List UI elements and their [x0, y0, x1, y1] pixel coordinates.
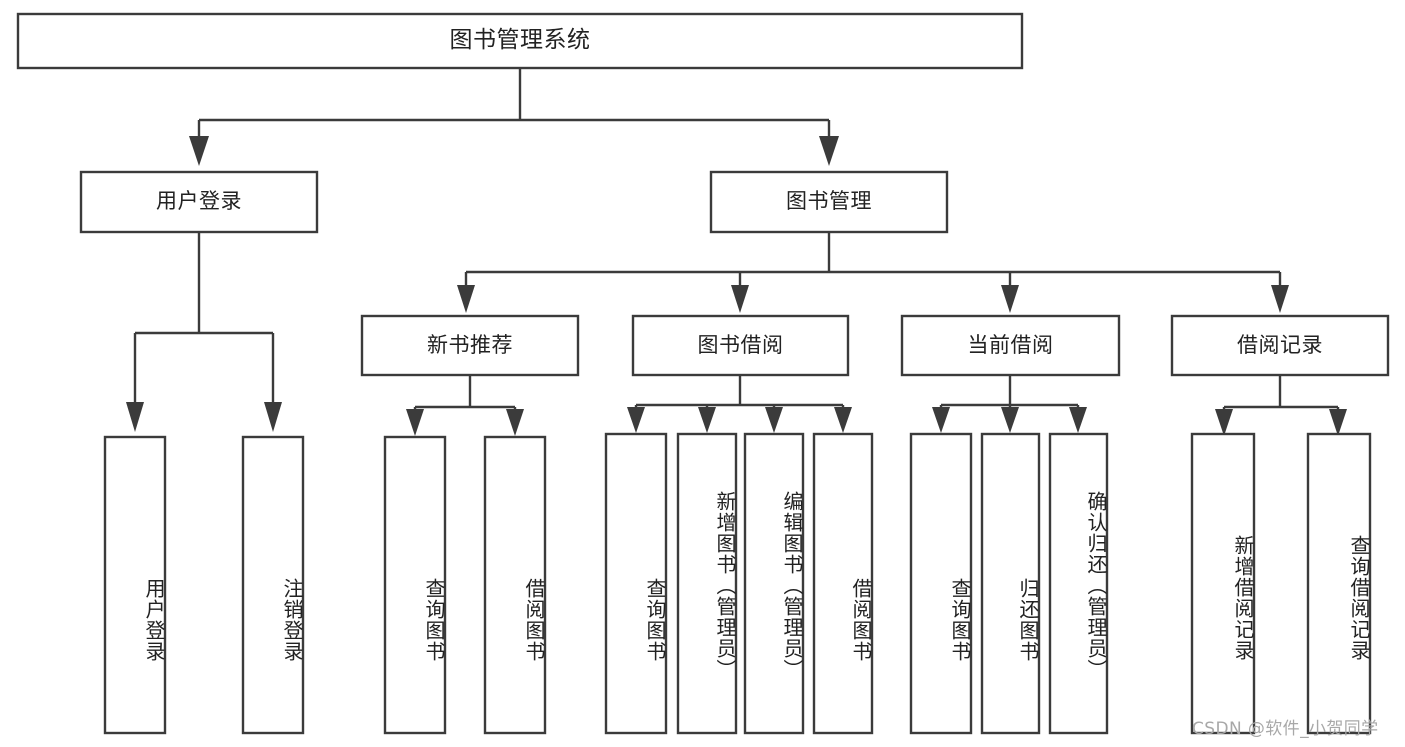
arrowhead-user-login: [189, 136, 209, 166]
arrowhead-leaf-confirm-return-admin: [1069, 407, 1087, 433]
connector-group-book-management: [457, 232, 1289, 313]
node-box-leaf-query-book-3[interactable]: [909, 432, 973, 735]
node-box-leaf-borrow-book-2[interactable]: [812, 432, 874, 735]
node-box-leaf-query-book-1[interactable]: [383, 435, 447, 735]
arrowhead-leaf-query-book-1: [406, 409, 424, 436]
connector-group-borrow-record: [1215, 375, 1347, 436]
node-box-user-login[interactable]: [79, 170, 319, 234]
connector-group-new-book-recommend: [406, 375, 524, 436]
arrowhead-leaf-logout-login: [264, 402, 282, 432]
node-box-leaf-borrow-book-1[interactable]: [483, 435, 547, 735]
node-box-leaf-edit-book-admin[interactable]: [743, 432, 805, 735]
node-box-new-book-recommend[interactable]: [360, 314, 580, 377]
node-box-borrow-record[interactable]: [1170, 314, 1390, 377]
arrowhead-borrow-record: [1271, 285, 1289, 313]
node-box-leaf-query-borrow-record[interactable]: [1306, 432, 1372, 735]
arrowhead-leaf-query-book-2: [627, 407, 645, 433]
node-box-leaf-user-login[interactable]: [103, 435, 167, 735]
arrowhead-leaf-add-book-admin: [698, 407, 716, 433]
node-box-leaf-confirm-return-admin[interactable]: [1048, 432, 1109, 735]
connector-group-root: [189, 68, 839, 166]
arrowhead-leaf-borrow-book-1: [506, 409, 524, 436]
arrowhead-current-borrow: [1001, 285, 1019, 313]
arrowhead-book-management: [819, 136, 839, 166]
connector-group-book-borrow: [627, 375, 852, 433]
arrowhead-leaf-add-borrow-record: [1215, 409, 1233, 436]
arrowhead-leaf-query-borrow-record: [1329, 409, 1347, 436]
arrowhead-leaf-borrow-book-2: [834, 407, 852, 433]
node-box-book-borrow[interactable]: [631, 314, 850, 377]
arrowhead-book-borrow: [731, 285, 749, 313]
node-box-root[interactable]: [16, 12, 1024, 70]
node-box-leaf-add-book-admin[interactable]: [676, 432, 738, 735]
connector-group-current-borrow: [932, 375, 1087, 433]
arrowhead-new-book-recommend: [457, 285, 475, 313]
arrowhead-leaf-edit-book-admin: [765, 407, 783, 433]
node-box-current-borrow[interactable]: [900, 314, 1121, 377]
csdn-watermark: CSDN @软件_小贺同学: [1192, 719, 1379, 739]
node-box-leaf-query-book-2[interactable]: [604, 432, 668, 735]
arrowhead-leaf-query-book-3: [932, 407, 950, 433]
arrowhead-leaf-return-book: [1001, 407, 1019, 433]
node-box-book-management[interactable]: [709, 170, 949, 234]
node-box-leaf-logout-login[interactable]: [241, 435, 305, 735]
node-box-leaf-return-book[interactable]: [980, 432, 1041, 735]
arrowhead-leaf-user-login: [126, 402, 144, 432]
connector-group-user-login: [126, 232, 282, 432]
node-box-leaf-add-borrow-record[interactable]: [1190, 432, 1256, 735]
